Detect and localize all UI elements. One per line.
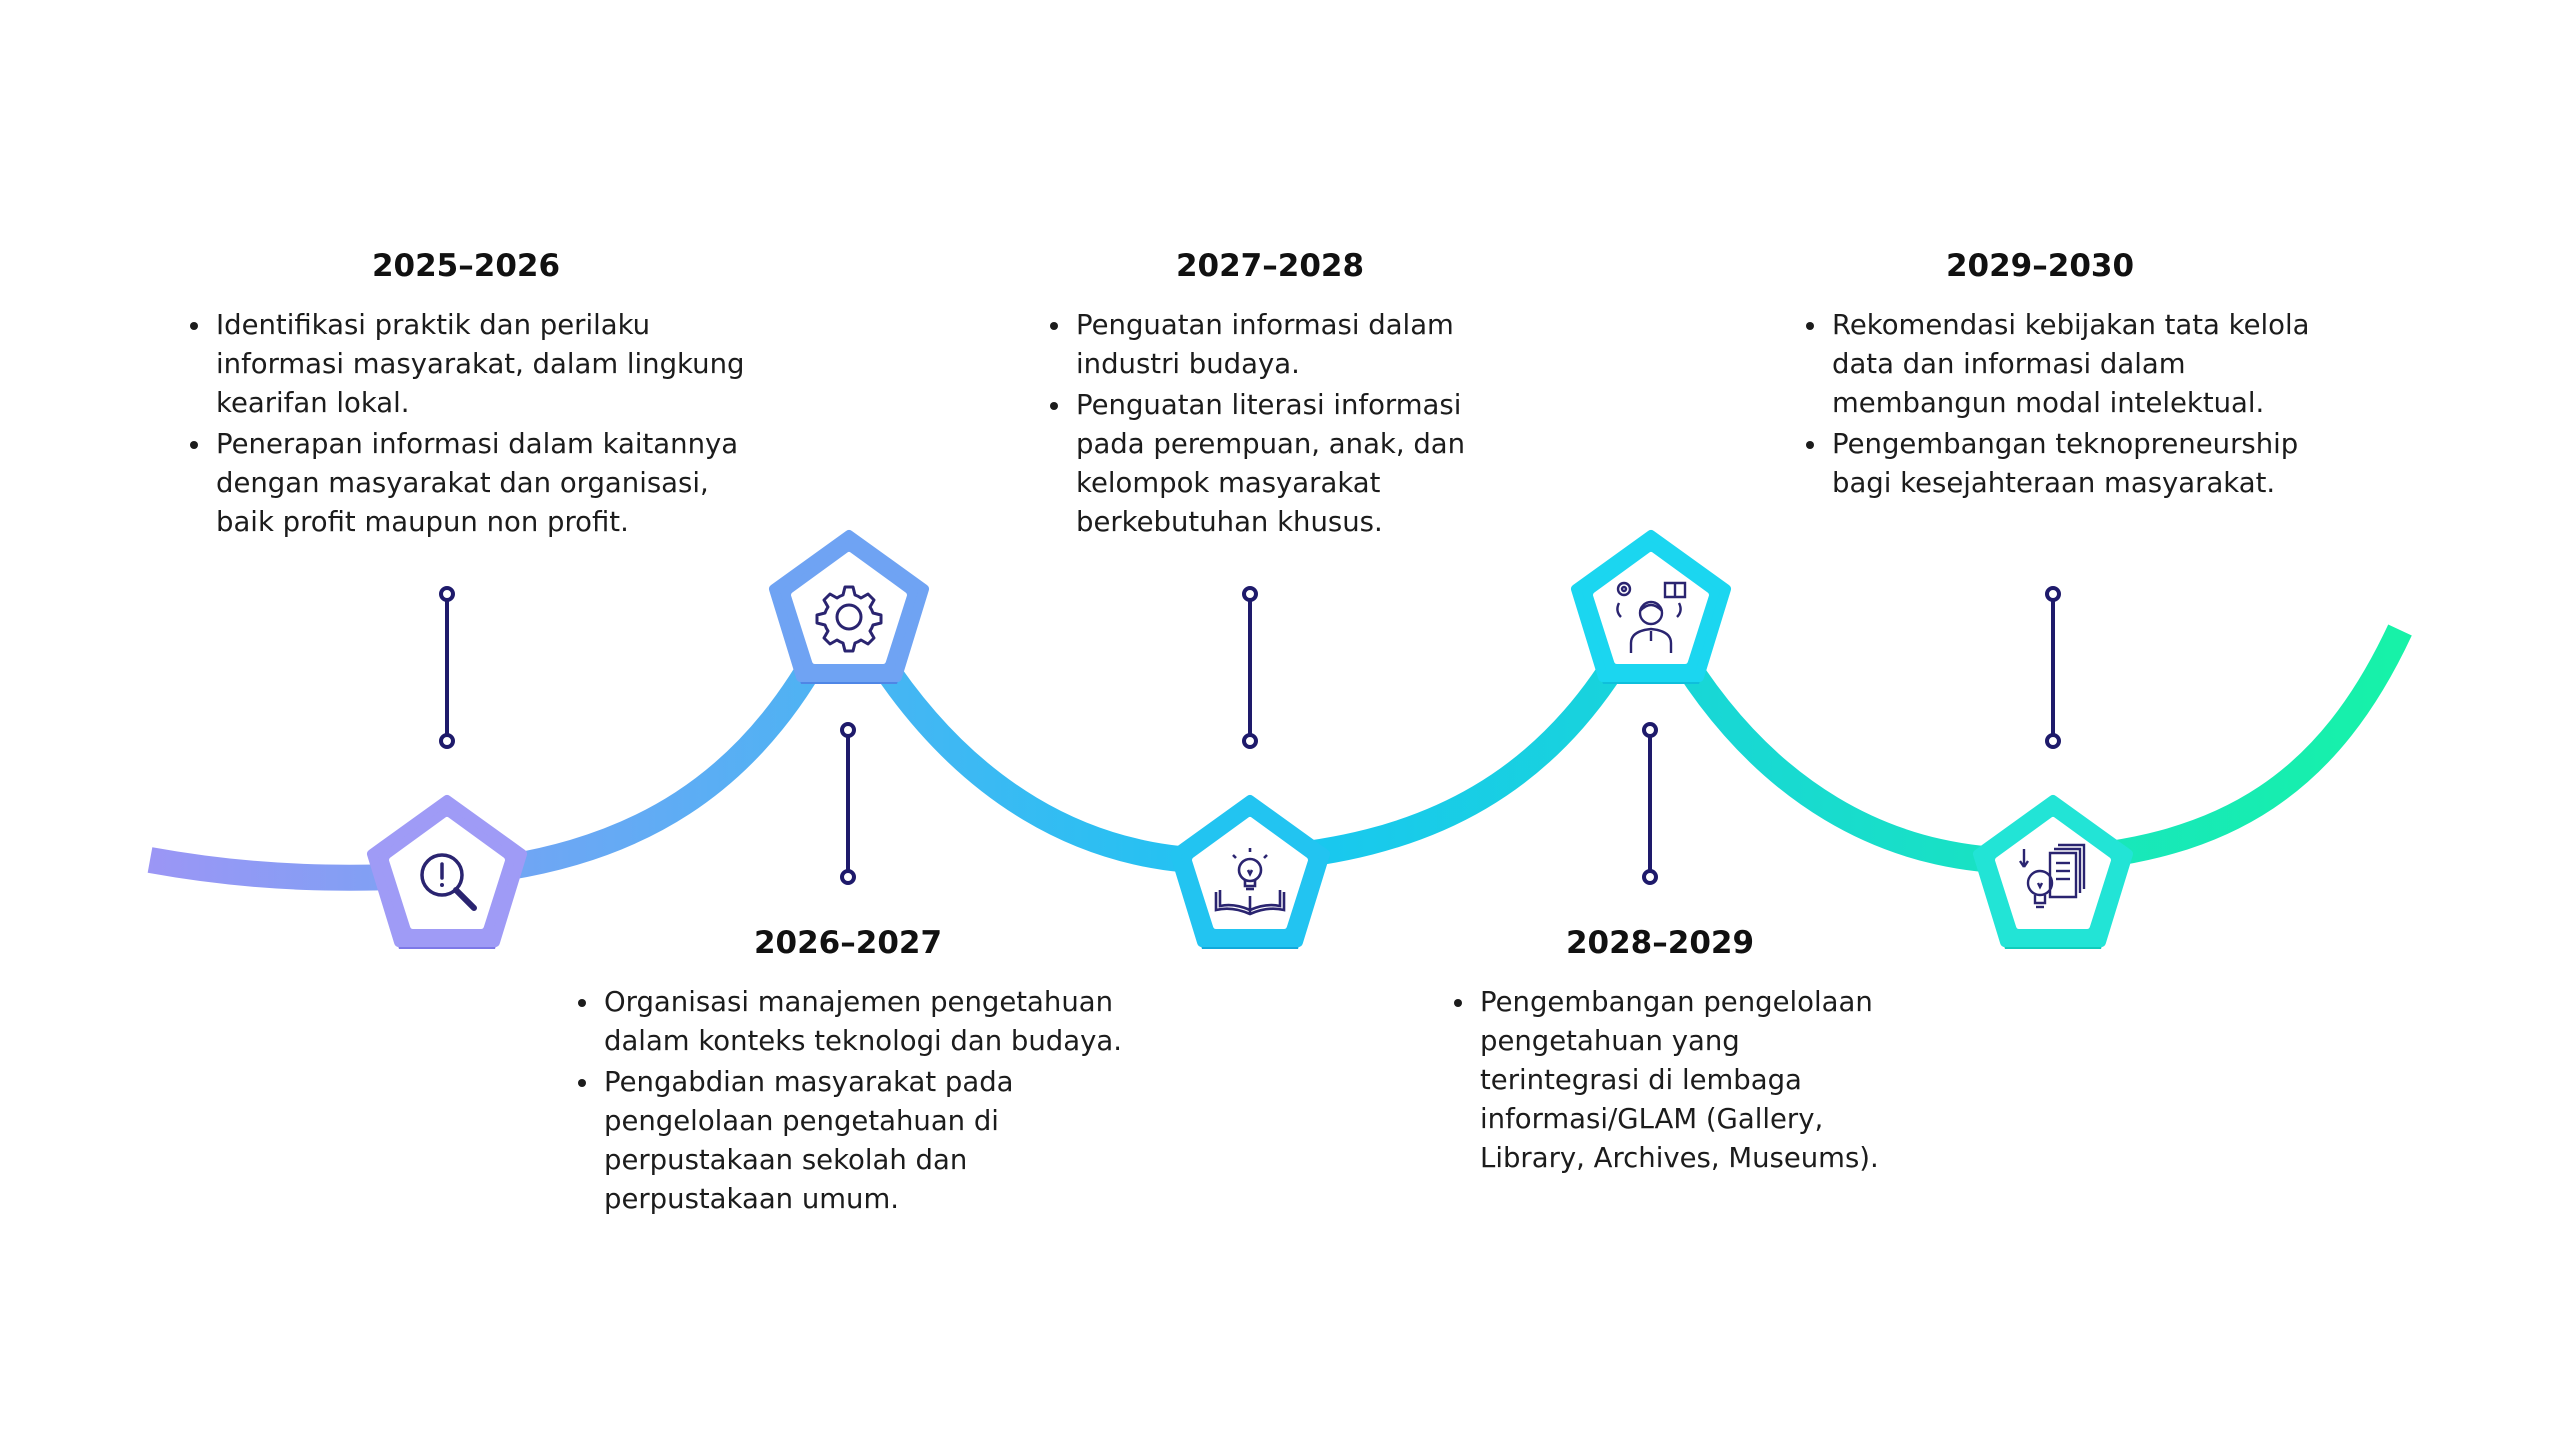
period-title: 2025–2026 (371, 248, 561, 284)
milestone-2027-text: 2027–2028 Penguatan informasi dalam indu… (1020, 248, 1520, 544)
pentagon-badge (1571, 530, 1731, 684)
milestone-items: Identifikasi praktik dan perilaku inform… (186, 306, 746, 542)
milestone-items: Pengembangan pengelolaan pengetahuan yan… (1420, 983, 1900, 1178)
milestone-2025-text: 2025–2026 Identifikasi praktik dan peril… (186, 248, 746, 544)
list-item: Penguatan literasi informasi pada peremp… (1050, 386, 1520, 542)
list-item: Penguatan informasi dalam industri buday… (1050, 306, 1520, 384)
list-item: Pengembangan pengelolaan pengetahuan yan… (1454, 983, 1900, 1178)
period-title: 2026–2027 (753, 925, 943, 961)
search-alert-icon (420, 853, 477, 911)
gear-icon (815, 585, 883, 653)
node-2027 (1165, 790, 1335, 960)
period-title: 2028–2029 (1565, 925, 1755, 961)
pentagon-badge (367, 795, 527, 949)
list-item: Identifikasi praktik dan perilaku inform… (190, 306, 746, 423)
connector-5 (2045, 586, 2061, 749)
milestone-items: Penguatan informasi dalam industri buday… (1020, 306, 1520, 542)
milestone-2029-text: 2029–2030 Rekomendasi kebijakan tata kel… (1770, 248, 2310, 505)
milestone-items: Rekomendasi kebijakan tata kelola data d… (1770, 306, 2310, 503)
lightbulb-documents-icon (2019, 843, 2086, 908)
milestone-2026-text: 2026–2027 Organisasi manajemen pengetahu… (548, 925, 1148, 1221)
pentagon-badge (769, 530, 929, 684)
pentagon-badge (1973, 795, 2133, 949)
person-knowledge-icon (1616, 581, 1687, 653)
connector-3 (1242, 586, 1258, 749)
milestone-2028-text: 2028–2029 Pengembangan pengelolaan penge… (1420, 925, 1900, 1180)
period-title: 2029–2030 (1945, 248, 2135, 284)
list-item: Pengabdian masyarakat pada pengelolaan p… (578, 1063, 1148, 1219)
node-2025 (362, 790, 532, 960)
list-item: Pengembangan teknopreneurship bagi kesej… (1806, 425, 2310, 503)
list-item: Organisasi manajemen pengetahuan dalam k… (578, 983, 1148, 1061)
milestone-items: Organisasi manajemen pengetahuan dalam k… (548, 983, 1148, 1219)
connector-4 (1642, 722, 1658, 885)
connector-1 (439, 586, 455, 749)
node-2026 (764, 525, 934, 695)
book-lightbulb-icon (1214, 847, 1286, 916)
node-2029 (1968, 790, 2138, 960)
connector-2 (840, 722, 856, 885)
period-title: 2027–2028 (1175, 248, 1365, 284)
list-item: Penerapan informasi dalam kaitannya deng… (190, 425, 746, 542)
node-2028 (1566, 525, 1736, 695)
list-item: Rekomendasi kebijakan tata kelola data d… (1806, 306, 2310, 423)
